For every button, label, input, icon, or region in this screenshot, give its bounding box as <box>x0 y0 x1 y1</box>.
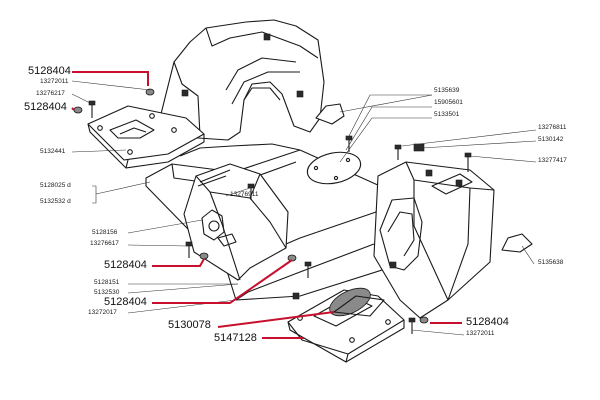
mount-right <box>501 233 533 253</box>
label-5132441: 5132441 <box>40 148 66 155</box>
label-13272011-top: 13272011 <box>40 78 69 85</box>
mount-left <box>315 103 345 125</box>
label-5132532: 5132532 d <box>40 198 71 206</box>
label-5135639: 5135639 <box>434 87 460 94</box>
highlight-leaders <box>71 71 462 339</box>
label-13276811: 13276811 <box>538 124 567 131</box>
label-5128025: 5128025 d <box>40 182 71 190</box>
label-13272011-right: 13272011 <box>466 330 495 337</box>
label-5128025-suffix: d <box>67 182 71 189</box>
label-5133501: 5133501 <box>434 111 460 118</box>
label-5147128: 5147128 <box>214 332 257 344</box>
label-5135638: 5135638 <box>538 259 564 266</box>
top-plate <box>87 105 205 169</box>
label-5128404-left: 5128404 <box>24 101 67 113</box>
label-13276217: 13276217 <box>36 90 65 97</box>
label-5130142: 5130142 <box>538 136 564 143</box>
rear-upper-housing <box>159 19 325 141</box>
caps <box>73 88 429 324</box>
label-13276911: 13276911 <box>230 191 259 198</box>
round-cover <box>306 151 362 185</box>
label-15905601: 15905601 <box>434 99 463 106</box>
label-5132530: 5132530 <box>94 289 120 296</box>
label-5128404-low: 5128404 <box>104 296 147 308</box>
clip <box>413 143 425 152</box>
label-5128404-mid: 5128404 <box>104 259 147 271</box>
right-housing <box>373 161 495 319</box>
label-5128151: 5128151 <box>94 279 120 286</box>
label-5132532-number: 5132532 <box>40 198 66 205</box>
label-13272017: 13272017 <box>88 309 117 316</box>
gasket <box>333 295 385 317</box>
label-5130078: 5130078 <box>168 319 211 331</box>
label-13277417: 13277417 <box>538 157 567 164</box>
label-5128025-number: 5128025 <box>40 182 66 189</box>
label-5128404-right: 5128404 <box>466 316 509 328</box>
label-5132532-suffix: d <box>67 198 71 205</box>
bottom-plate <box>287 289 405 363</box>
label-5128156: 5128156 <box>92 229 118 236</box>
label-13276617: 13276617 <box>90 240 119 247</box>
label-5128404-top: 5128404 <box>28 65 71 77</box>
mid-block <box>183 163 289 281</box>
